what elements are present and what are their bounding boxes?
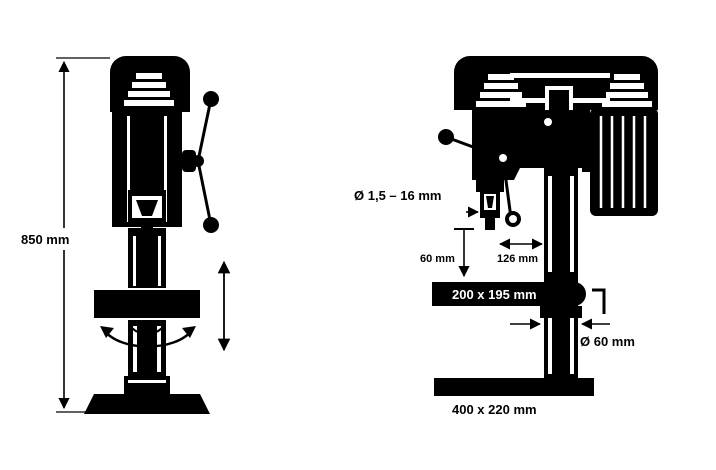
work-table-front: [432, 282, 606, 318]
motor: [582, 108, 658, 216]
base-side: [84, 376, 210, 414]
throat-label: 126 mm: [497, 253, 538, 265]
chuck-capacity-label: Ø 1,5 – 16 mm: [354, 188, 441, 203]
feed-handle-front: [438, 114, 556, 227]
table-size-label: 200 x 195 mm: [452, 287, 537, 302]
work-table-side: [94, 290, 200, 318]
column-front: [544, 168, 578, 380]
base-size-label: 400 x 220 mm: [452, 402, 537, 417]
right-front-view: 200 x 195 mm Ø 1,5 – 16 mm 60 mm 126 mm …: [354, 56, 658, 417]
column-diameter-label: Ø 60 mm: [580, 334, 635, 349]
drill-head-front: [454, 56, 658, 110]
spindle-stroke-dimension: [454, 228, 474, 278]
height-label: 850 mm: [21, 232, 69, 247]
table-rotation-arrow: [100, 326, 196, 348]
height-dimension-line: [56, 57, 110, 413]
feed-handle-side: [182, 91, 219, 233]
spindle-stroke-label: 60 mm: [420, 253, 455, 265]
base-front: [434, 378, 594, 396]
drill-head-side: [110, 56, 190, 262]
spindle-housing: [472, 110, 590, 230]
left-side-view: 850 mm: [21, 56, 231, 414]
